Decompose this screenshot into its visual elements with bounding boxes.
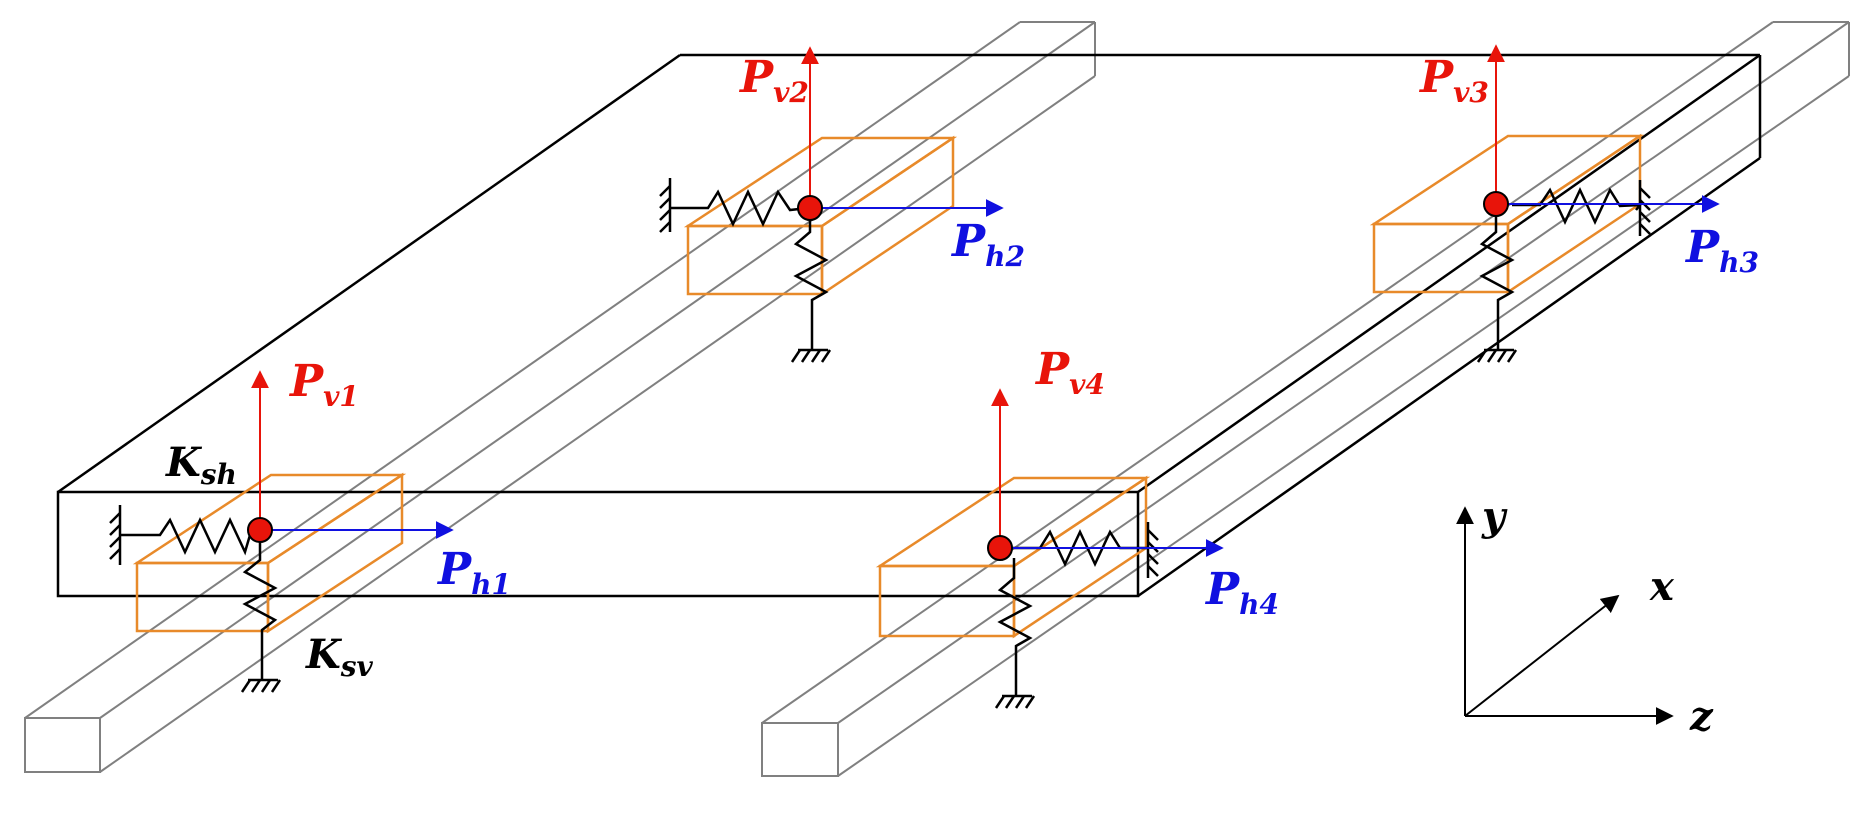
label-pv3: Pv3: [1418, 52, 1489, 109]
load-node-4: [987, 535, 1013, 561]
load-nodes: [247, 191, 1509, 561]
label-ksh: Ksh: [165, 439, 237, 491]
rail-right-edge: [761, 21, 1774, 724]
horizontal-spring: [1010, 529, 1148, 567]
rail-left-end-face: [24, 717, 101, 773]
rail-left-edge: [99, 75, 1096, 773]
x-axis: [1464, 594, 1620, 717]
spring-group-3: [1476, 180, 1651, 363]
horizontal-spring: [1512, 187, 1643, 225]
load-node-1: [247, 517, 273, 543]
ground-hatch: [994, 695, 1036, 709]
wall-hatch: [1639, 187, 1651, 235]
spring-group-2: [659, 178, 832, 363]
label-pv2: Pv2: [738, 52, 809, 109]
label-ph2: Ph2: [950, 216, 1025, 273]
rail-right-edge: [837, 75, 1850, 777]
coordinate-axes: [1456, 506, 1674, 725]
rail-left: [24, 21, 1096, 773]
load-node-3: [1483, 191, 1509, 217]
rail-left-edge: [99, 21, 1096, 719]
vertical-spring: [997, 558, 1033, 696]
axis-label-x: x: [1649, 563, 1675, 610]
horizontal-force-arrows: [260, 195, 1720, 557]
bearing-box-front: [1372, 222, 1510, 294]
vertical-force-arrows: [251, 44, 1505, 548]
label-ph3: Ph3: [1684, 222, 1759, 279]
bearing-box-side: [266, 472, 404, 634]
spring-group-1: [109, 505, 282, 693]
horizontal-spring: [120, 517, 261, 556]
vertical-spring: [242, 540, 278, 680]
rail-right: [761, 21, 1850, 777]
bearing-box-side: [820, 135, 955, 297]
ground-hatch: [1476, 349, 1518, 363]
slab-edge: [1137, 156, 1761, 598]
spring-group-4: [994, 522, 1159, 709]
slab: [56, 53, 1762, 598]
slab-edge: [1137, 53, 1761, 494]
wall-hatch: [109, 512, 121, 560]
vertical-spring: [793, 215, 829, 350]
rail-right-end-face: [761, 722, 839, 777]
rail-right-edge: [837, 21, 1850, 724]
vertical-spring: [1479, 212, 1515, 350]
label-ph1: Ph1: [436, 544, 511, 601]
bearing-box-front: [878, 564, 1016, 638]
load-node-2: [797, 195, 823, 221]
label-pv4: Pv4: [1034, 344, 1105, 401]
ground-hatch: [790, 349, 832, 363]
bearing-box-1: [132, 472, 407, 634]
wall-hatch: [659, 185, 671, 233]
bearing-box-top: [132, 473, 407, 565]
horizontal-spring: [670, 189, 809, 227]
label-ph4: Ph4: [1204, 564, 1279, 621]
rail-left-edge: [24, 21, 1021, 719]
slab-edge: [57, 53, 681, 494]
axis-label-y: y: [1481, 493, 1508, 540]
axis-label-z: z: [1689, 693, 1714, 740]
label-pv1: Pv1: [288, 356, 359, 413]
ground-hatch: [240, 679, 282, 693]
label-ksv: Ksv: [305, 631, 374, 683]
wall-hatch: [1147, 529, 1159, 577]
